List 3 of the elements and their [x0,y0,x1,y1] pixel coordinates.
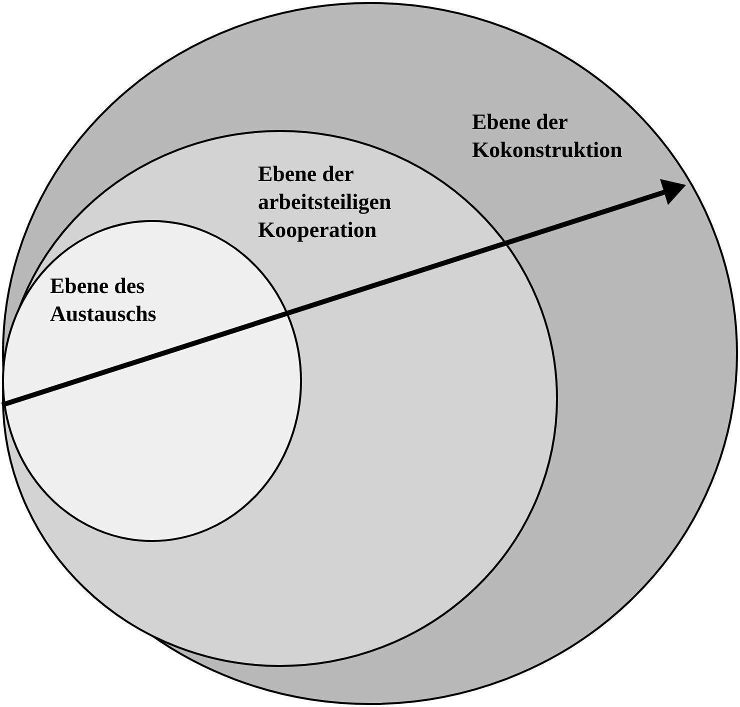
level-label: Ebene der Kokonstruktion [472,108,624,164]
level-label: Ebene des Austauschs [50,272,158,328]
level-label: Ebene der arbeitsteiligen Kooperation [258,160,392,244]
